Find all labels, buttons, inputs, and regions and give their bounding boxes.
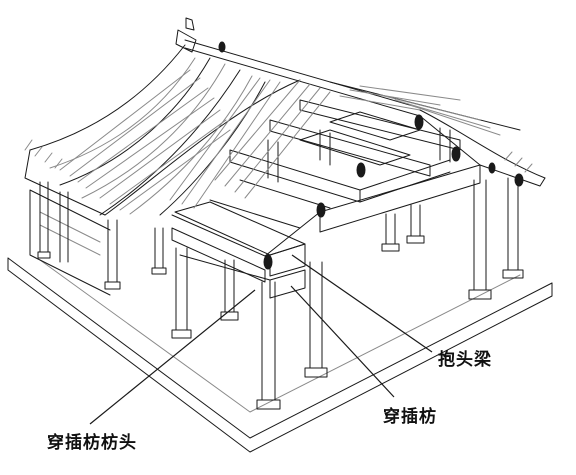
label-baotouliang: 抱头梁 [438,350,492,370]
leader-chuanchafang [290,285,395,398]
columns [37,177,524,410]
leader-lines [89,254,433,425]
label-chuanchafang-fangtou: 穿插枋枋头 [47,433,137,453]
roof-ridge [175,17,421,117]
roof-slope [24,44,301,216]
joint-blocks [218,41,524,270]
right-roof-edge [419,109,546,187]
leader-baotouliang [291,254,433,353]
label-chuanchafang: 穿插枋 [383,407,437,427]
baotouliang-beam [174,201,306,277]
eave-ornaments [24,139,533,173]
leader-chuanchafang-fangtou [89,289,256,425]
front-eave-beam [171,164,481,283]
chuanchafang-beam [179,254,306,299]
side-rafters [169,77,501,209]
rear-wall [29,189,111,296]
stone-platform [7,257,553,453]
